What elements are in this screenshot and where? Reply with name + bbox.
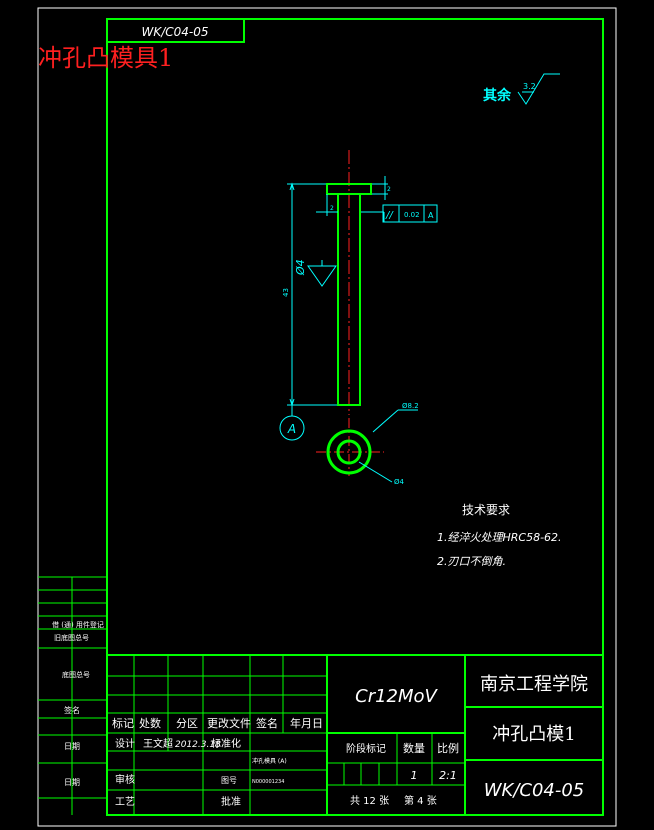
left-strip-6: 日期	[64, 778, 80, 787]
dim-overall-length: 43	[282, 288, 290, 297]
roughness-icon	[517, 73, 560, 105]
material: Cr12MoV	[355, 686, 438, 707]
left-strip-2: 旧底图总号	[54, 633, 89, 642]
left-strip-1: 借 (通) 用件登记	[52, 620, 104, 629]
design-date: 2012.3.18	[175, 740, 221, 750]
part-name-red: 冲孔凸模具1	[38, 44, 173, 72]
rev-header-2: 处数	[139, 717, 161, 730]
tolerance-datum: A	[428, 211, 434, 220]
left-strip-3: 底图总号	[62, 670, 90, 679]
designer-label: 设计	[115, 737, 135, 750]
title-block-grid	[107, 655, 603, 815]
scale-value: 2:1	[439, 769, 457, 782]
shank-circle	[336, 439, 362, 465]
head-circle	[326, 429, 372, 475]
left-strip-5: 日期	[64, 742, 80, 751]
datum-circle	[279, 415, 305, 441]
mold-name: 冲孔模具 (A)	[252, 757, 287, 765]
qty-value: 1	[411, 769, 418, 782]
tolerance-symbol: //	[385, 210, 394, 221]
school-name: 南京工程学院	[480, 674, 588, 695]
rev-header-4: 更改文件	[207, 716, 251, 730]
roughness-value: 3.2	[523, 82, 536, 91]
check-label: 审核	[115, 773, 135, 786]
qty-label: 数量	[403, 742, 425, 755]
process-label: 工艺	[115, 796, 135, 808]
left-strip	[38, 576, 107, 815]
rev-header-5: 签名	[256, 716, 278, 730]
drawing-code: WK/C04-05	[484, 780, 585, 801]
tech-title: 技术要求	[462, 503, 510, 517]
sheet-index: 第 4 张	[404, 794, 437, 807]
approve-label: 批准	[221, 795, 241, 808]
punch-shank	[337, 193, 361, 406]
dim-inner-dia: Ø4	[394, 478, 405, 486]
sheet-num: N000001234	[252, 779, 284, 785]
dim-shank-dia: Ø4	[294, 259, 307, 276]
left-strip-4: 签名	[64, 705, 80, 715]
datum-label: A	[287, 422, 296, 436]
top-code-box	[106, 18, 245, 43]
stage-label: 阶段标记	[346, 742, 386, 755]
scale-label: 比例	[437, 741, 459, 755]
dimension-lines	[287, 176, 418, 483]
tolerance-frame	[382, 204, 438, 223]
dim-head-dia: Ø8.2	[402, 402, 419, 410]
sheets-total: 共 12 张	[350, 795, 389, 807]
standardize-label: 标准化	[211, 737, 241, 750]
tolerance-value: 0.02	[404, 211, 420, 219]
sheet-outer-border	[37, 7, 617, 827]
dim-head-height: 2	[387, 186, 391, 193]
drawing-frame	[106, 18, 604, 816]
rev-header-1: 标记	[112, 716, 134, 730]
rev-header-3: 分区	[176, 717, 198, 730]
roughness-label: 其余	[483, 87, 512, 104]
part-title: 冲孔凸模1	[492, 724, 575, 745]
dim-head-step: 2	[330, 205, 334, 212]
designer-name: 王文超	[143, 737, 173, 750]
tech-item-2: 2.刃口不倒角.	[437, 555, 506, 568]
sheet-num-label: 图号	[221, 776, 237, 785]
tech-item-1: 1.经淬火处理HRC58-62.	[437, 531, 562, 544]
top-drawing-number: WK/C04-05	[141, 25, 208, 39]
rev-header-6: 年月日	[290, 716, 323, 730]
